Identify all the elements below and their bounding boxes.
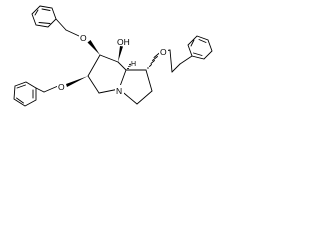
bond-c6-c7 <box>87 54 101 77</box>
atom-label-hydroxyl: OH <box>117 37 130 47</box>
bond-o-ch2-right-link-2 <box>169 49 173 73</box>
atom-label-o-lower: O <box>58 82 65 92</box>
bond-c2-c3 <box>136 90 153 105</box>
atom-label-o-upper: O <box>80 33 87 43</box>
benzyl-group-right <box>171 35 213 73</box>
bond-ch2-o-right <box>171 63 181 73</box>
stereo-bonds <box>66 40 173 87</box>
phenyl-ring-lower-left <box>13 81 37 107</box>
bond-phenyl-ch2-lower <box>35 87 45 93</box>
bond-ch2-o-lower <box>43 85 59 93</box>
wedge-bond-c8-oh <box>118 46 123 62</box>
phenyl-ring-upper-left <box>31 5 57 28</box>
bond-c5-c6 <box>87 75 100 94</box>
bond-phenyl-ch2-upper <box>55 18 67 31</box>
wedge-bond-c6-o <box>66 76 88 87</box>
bond-c7-c8 <box>99 54 119 63</box>
atom-label-n: N <box>116 86 122 96</box>
benzyl-group-lower <box>13 81 59 107</box>
chemical-structure: O OH H O O N <box>13 5 213 107</box>
bond-phenyl-ch2-right <box>179 55 193 65</box>
atom-label-o-right: O <box>160 47 167 57</box>
atom-label-bridgehead-h: H <box>131 61 136 68</box>
bond-c8-c8a <box>117 61 127 71</box>
bond-ch2-o-upper <box>65 29 80 37</box>
benzyl-group-upper <box>31 5 80 37</box>
wedge-bond-c7-o <box>87 40 100 55</box>
atom-labels: O OH H O O N <box>57 32 168 96</box>
bond-c1-c2 <box>145 69 153 92</box>
pyrrolidine-ring <box>118 69 153 105</box>
hashed-bond-c1-o <box>147 52 161 69</box>
phenyl-ring-upper-right <box>187 35 213 60</box>
